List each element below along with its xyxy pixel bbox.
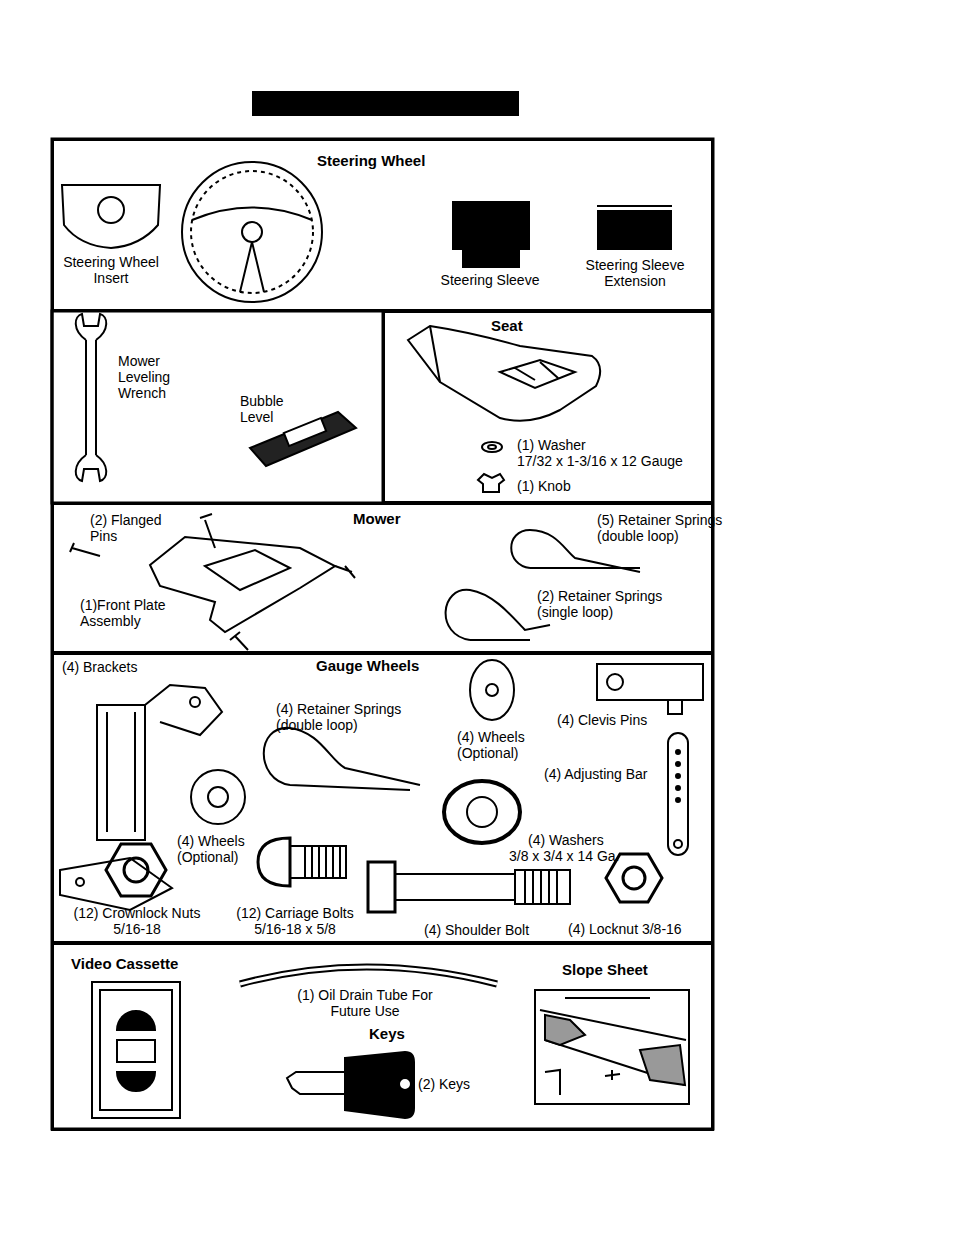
part-label: Steering Sleeve Extension bbox=[568, 257, 702, 289]
part-label: (2) Retainer Springs (single loop) bbox=[537, 588, 687, 620]
slope-sheet bbox=[535, 990, 689, 1104]
part-label: (2) Keys bbox=[418, 1076, 470, 1092]
part-label: (1) Oil Drain Tube For Future Use bbox=[290, 987, 440, 1019]
tool-panel bbox=[52, 311, 383, 503]
leveling-wrench bbox=[76, 314, 107, 481]
part-label: (4) Wheels (Optional) bbox=[457, 729, 537, 761]
panel-box: Video CassetteKeys Slope Sheet bbox=[51, 942, 714, 1131]
part-label: Steering Wheel Insert bbox=[56, 254, 166, 286]
panel-heading: Gauge Wheels bbox=[316, 657, 419, 674]
panel-box: Gauge Wheels bbox=[51, 652, 714, 944]
video-cassette bbox=[92, 982, 180, 1118]
key bbox=[287, 1052, 414, 1118]
steering-wheel-insert bbox=[62, 185, 160, 248]
shoulder-bolt bbox=[368, 862, 570, 912]
steering-wheel bbox=[182, 162, 322, 302]
panel-heading: Video Cassette bbox=[71, 955, 178, 972]
bracket bbox=[60, 685, 222, 910]
part-label: (12) Crownlock Nuts 5/16-18 bbox=[58, 905, 216, 937]
part-label: (5) Retainer Springs (double loop) bbox=[597, 512, 747, 544]
part-label: (4) Clevis Pins bbox=[557, 712, 647, 728]
oil-drain-tube bbox=[240, 967, 497, 984]
seat bbox=[408, 326, 600, 421]
part-label: (4) Brackets bbox=[62, 659, 137, 675]
carriage-bolt bbox=[258, 838, 346, 886]
panel-heading: Mower bbox=[353, 510, 401, 527]
part-label: (1) Knob bbox=[517, 478, 571, 494]
part-label: (2) Flanged Pins bbox=[90, 512, 178, 544]
part-label: Mower Leveling Wrench bbox=[118, 353, 188, 401]
part-label: (4) Locknut 3/8-16 bbox=[568, 921, 682, 937]
part-label: (4) Adjusting Bar bbox=[544, 766, 648, 782]
part-label: (1) Washer bbox=[517, 437, 586, 453]
retainer-springs bbox=[264, 530, 640, 790]
panel-heading: Seat bbox=[491, 317, 523, 334]
washer-and-knob bbox=[478, 442, 504, 492]
part-label: Steering Sleeve bbox=[430, 272, 550, 288]
panel-heading: Keys bbox=[369, 1025, 405, 1042]
part-label: (4) Shoulder Bolt bbox=[424, 922, 529, 938]
part-label: Bubble Level bbox=[240, 393, 300, 425]
part-label: 3/8 x 3/4 x 14 Ga. bbox=[509, 848, 620, 864]
part-label: (12) Carriage Bolts 5/16-18 x 5/8 bbox=[220, 905, 370, 937]
outer-frame bbox=[52, 139, 713, 1129]
panel-box: Seat bbox=[382, 310, 714, 504]
part-label: 17/32 x 1-3/16 x 12 Gauge bbox=[517, 453, 683, 469]
panel-heading: Steering Wheel bbox=[317, 152, 425, 169]
steering-sleeve-extension bbox=[597, 206, 672, 250]
clevis-pin bbox=[597, 664, 703, 714]
part-label: (4) Washers bbox=[528, 832, 604, 848]
steering-sleeve bbox=[452, 201, 530, 268]
adjusting-bar bbox=[668, 733, 688, 855]
washer bbox=[444, 781, 520, 843]
title-bar bbox=[252, 91, 519, 116]
part-label: (4) Retainer Springs (double loop) bbox=[276, 701, 426, 733]
panel-heading: Slope Sheet bbox=[562, 961, 648, 978]
part-label: (4) Wheels (Optional) bbox=[177, 833, 257, 865]
part-label: (1)Front Plate Assembly bbox=[80, 597, 188, 629]
